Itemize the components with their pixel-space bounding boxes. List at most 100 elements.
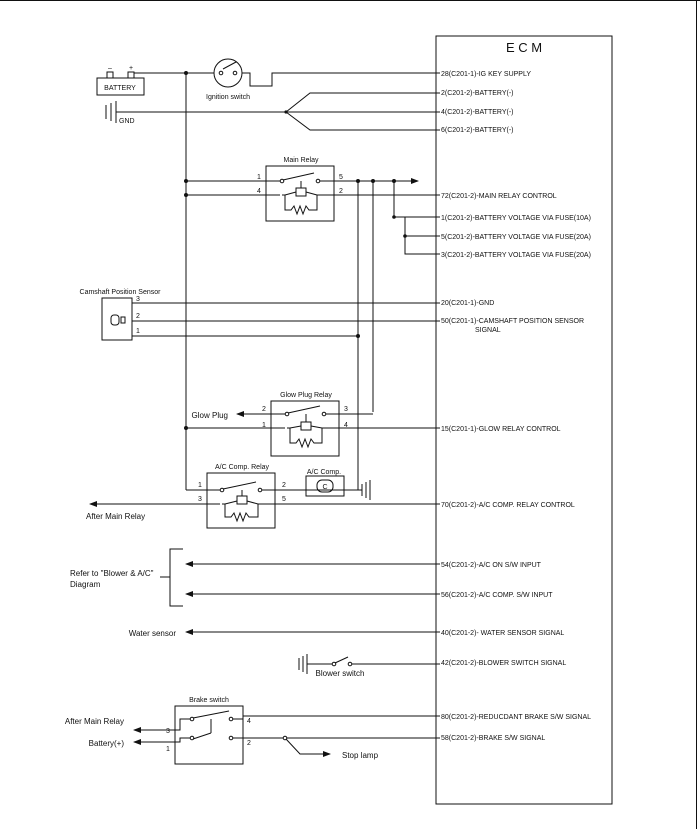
ac-comp-symbol-ring <box>316 479 334 493</box>
ecm-pin-label: 5(C201-2)-BATTERY VOLTAGE VIA FUSE(20A) <box>441 234 591 241</box>
wire-ig-supply <box>242 72 440 87</box>
ecm-pin-label: 1(C201-2)-BATTERY VOLTAGE VIA FUSE(10A) <box>441 215 591 222</box>
relay-contact <box>315 178 321 184</box>
ecm-box <box>435 35 613 805</box>
ecm-pin-label: 20(C201-1)-GND <box>441 300 494 307</box>
wire <box>224 500 238 505</box>
ecm-pin-label: 3(C201-2)-BATTERY VOLTAGE VIA FUSE(20A) <box>441 252 591 259</box>
ac-relay-pin: 5 <box>282 496 286 503</box>
battery-label: BATTERY <box>104 85 136 92</box>
wire-fuse-20a-3 <box>404 236 440 255</box>
glow-relay-pin: 1 <box>262 422 266 429</box>
ac-comp-symbol: C <box>322 484 327 491</box>
relay-contact <box>321 411 327 417</box>
ecm-pin-label: 80(C201-2)-REDUCDANT BRAKE S/W SIGNAL <box>441 714 591 721</box>
blower-switch: Blower switch <box>298 654 440 678</box>
ac-relay-title: A/C Comp. Relay <box>215 464 270 471</box>
ecm-pin-label: 40(C201-2)- WATER SENSOR SIGNAL <box>441 630 564 637</box>
switch-arm <box>334 656 349 664</box>
switch-arm <box>192 732 212 740</box>
wire <box>284 191 297 196</box>
ac-comp-label: A/C Comp. <box>307 469 341 476</box>
cam-sensor-symbol <box>120 316 126 324</box>
ac-relay-pin: 1 <box>198 482 202 489</box>
switch-contact <box>189 735 195 741</box>
main-relay-title: Main Relay <box>283 157 319 164</box>
wire <box>310 425 323 429</box>
wire <box>246 500 259 505</box>
wire-battery-6 <box>285 111 440 131</box>
relay-resistor <box>282 194 320 216</box>
ecm-pin-label: 72(C201-2)-MAIN RELAY CONTROL <box>441 193 557 200</box>
cam-sensor-pin: 1 <box>136 328 140 335</box>
ignition-contact <box>218 70 224 76</box>
glow-plug-label: Glow Plug <box>192 411 228 420</box>
ecm-pin-label: 6(C201-2)-BATTERY(-) <box>441 127 513 134</box>
battery-box <box>96 77 145 96</box>
ecm-pin-label: 28(C201-1)-IG KEY SUPPLY <box>441 71 531 78</box>
wire <box>305 191 318 196</box>
wire-battery-2 <box>285 92 440 113</box>
switch-contact <box>347 661 353 667</box>
relay-contact <box>219 487 225 493</box>
junction <box>356 334 360 338</box>
switch-contact <box>189 716 195 722</box>
ac-relay-pin: 3 <box>198 496 202 503</box>
brake-battery-label: Battery(+) <box>89 739 125 748</box>
brake-switch-pin: 2 <box>247 740 251 747</box>
relay-contact <box>279 178 285 184</box>
glow-relay-pin: 4 <box>344 422 348 429</box>
ecm-pin-label: 15(C201-1)-GLOW RELAY CONTROL <box>441 426 561 433</box>
ecm-title: E C M <box>506 40 542 55</box>
relay-contact <box>257 487 263 493</box>
brake-after-main-relay-label: After Main Relay <box>65 717 124 726</box>
stop-lamp-arrow <box>285 738 331 757</box>
junction <box>282 735 288 741</box>
cam-sensor-pin: 2 <box>136 313 140 320</box>
main-relay-pin: 2 <box>339 188 343 195</box>
battery-neg-sign: – <box>108 65 112 72</box>
relay-contact <box>284 411 290 417</box>
cam-sensor-pin: 3 <box>136 296 140 303</box>
ecm-pin-labels: 28(C201-1)-IG KEY SUPPLY 2(C201-2)-BATTE… <box>441 71 591 742</box>
battery-pos-terminal <box>127 71 135 79</box>
junction <box>403 234 407 238</box>
ecm-pin-label: 58(C201-2)-BRAKE S/W SIGNAL <box>441 735 545 742</box>
wire-fuse-20a-5 <box>404 217 440 237</box>
wire-fuse-10a <box>393 181 440 218</box>
glow-relay-pin: 2 <box>262 406 266 413</box>
relay-switch-arm <box>287 405 321 414</box>
ecm-module: E C M <box>435 35 613 805</box>
glow-relay-pin: 3 <box>344 406 348 413</box>
brake-switch-pin: 1 <box>166 746 170 753</box>
ignition-switch-body <box>213 58 243 88</box>
switch-arm <box>192 710 230 719</box>
brake-switch-box <box>174 705 244 765</box>
ignition-contact <box>232 70 238 76</box>
refer-blower-ac: Refer to "Blower & A/C" Diagram <box>70 548 440 607</box>
stop-lamp-label: Stop lamp <box>342 751 379 760</box>
ecm-pin-label: 50(C201-1)-CAMSHAFT POSITION SENSOR <box>441 318 584 325</box>
brake-switch: Brake switch 3 1 4 2 After Main Relay Ba… <box>65 697 440 765</box>
switch-contact <box>331 661 337 667</box>
brake-switch-pin: 3 <box>166 728 170 735</box>
ecm-pin-label: 2(C201-2)-BATTERY(-) <box>441 90 513 97</box>
water-sensor-label: Water sensor <box>129 629 177 638</box>
switch-contact <box>228 716 234 722</box>
main-relay: Main Relay 1 4 5 2 <box>186 157 440 222</box>
main-relay-pin: 1 <box>257 174 261 181</box>
switch-contact <box>228 735 234 741</box>
after-main-relay-label: After Main Relay <box>86 512 145 521</box>
ecm-pin-label: 54(C201-2)-A/C ON S/W INPUT <box>441 562 542 569</box>
ecm-pin-label: 4(C201-2)-BATTERY(-) <box>441 109 513 116</box>
ecm-pin-label-cont: SIGNAL <box>475 327 501 334</box>
refer-line2: Diagram <box>70 580 101 589</box>
refer-bracket <box>169 548 183 607</box>
ac-relay-pin: 2 <box>282 482 286 489</box>
ignition-switch-label: Ignition switch <box>206 94 250 101</box>
ac-comp-relay: A/C Comp. Relay 1 3 2 5 After Main Relay… <box>86 464 440 529</box>
camshaft-position-sensor: Camshaft Position Sensor 3 2 1 <box>80 289 440 341</box>
ecm-pin-label: 56(C201-2)-A/C COMP. S/W INPUT <box>441 592 553 599</box>
relay-resistor <box>222 503 261 523</box>
